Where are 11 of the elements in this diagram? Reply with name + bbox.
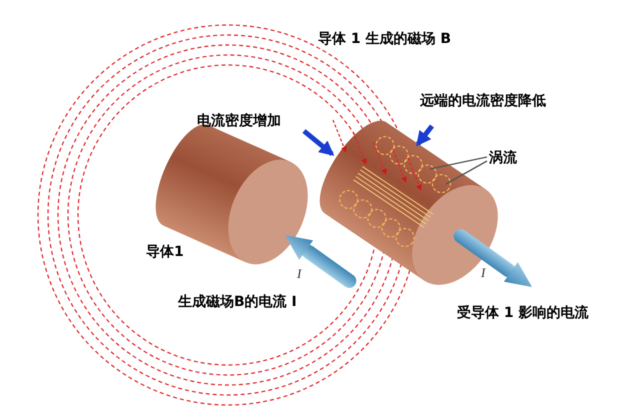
- current-symbol: I: [481, 265, 486, 281]
- callout-label: 涡流: [489, 149, 517, 167]
- annotation-text: 远端的电流密度降低: [420, 92, 546, 110]
- title: 导体 1 生成的磁场 B: [318, 30, 452, 48]
- leader-line: [430, 156, 488, 170]
- leader-line: [446, 160, 488, 185]
- current-symbol: I: [297, 266, 302, 282]
- annotation-text: 生成磁场B的电流 I: [178, 293, 297, 311]
- conductor-label: 导体1: [146, 243, 184, 261]
- annotation-text: 电流密度增加: [197, 112, 281, 130]
- annotation-text: 受导体 1 影响的电流: [457, 304, 588, 322]
